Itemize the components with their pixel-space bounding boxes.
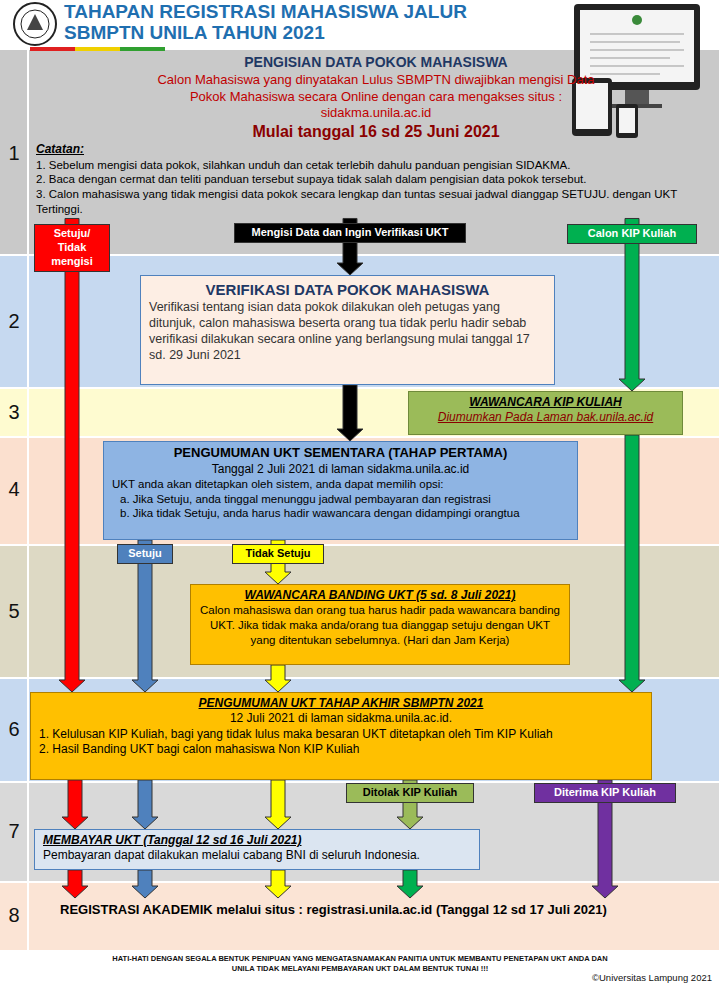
flow-arrow xyxy=(132,870,158,898)
box-heading: REGISTRASI AKADEMIK melalui situs : regi… xyxy=(60,902,680,919)
box-text: Pembayaran dapat dilakukan melalui caban… xyxy=(43,848,471,863)
copyright: ©Universitas Lampung 2021 xyxy=(540,972,712,984)
announcement-box: PENGUMUMAN UKT SEMENTARA (TAHAP PERTAMA)… xyxy=(103,441,578,540)
box-heading: WAWANCARA KIP KULIAH xyxy=(415,395,676,410)
appeal-box: WAWANCARA BANDING UKT (5 sd. 8 Juli 2021… xyxy=(190,584,570,665)
flow-arrow xyxy=(265,780,291,829)
interview-box: WAWANCARA KIP KULIAHDiumumkan Pada Laman… xyxy=(408,391,683,435)
box-text: 1. Sebelum mengisi data pokok, silahkan … xyxy=(36,158,704,173)
box-heading: PENGISIAN DATA POKOK MAHASISWA xyxy=(156,54,596,72)
university-logo xyxy=(14,3,56,45)
box-text: b. Jika tidak Setuju, anda harus hadir w… xyxy=(120,506,569,521)
box-heading: MEMBAYAR UKT (Tanggal 12 sd 16 Juli 2021… xyxy=(43,833,471,848)
flow-arrow xyxy=(265,870,291,898)
flow-arrow xyxy=(397,870,423,898)
row-band xyxy=(0,545,719,678)
box-text: Mulai tanggal 16 sd 25 Juni 2021 xyxy=(156,122,596,142)
step-number: 5 xyxy=(3,598,25,624)
payment-box: MEMBAYAR UKT (Tanggal 12 sd 16 Juli 2021… xyxy=(34,829,480,870)
row-band xyxy=(0,678,719,782)
devices-illustration xyxy=(572,4,700,138)
flow-arrow xyxy=(619,218,645,391)
box-text: Verifikasi tentang isian data pokok dila… xyxy=(149,299,546,363)
box-text: 3. Calon mahasiswa yang tidak mengisi da… xyxy=(36,187,704,216)
step-number: 6 xyxy=(3,716,25,742)
flow-arrow xyxy=(62,870,88,898)
arrow-label: Setuju xyxy=(117,544,173,564)
box-text: 1. Kelulusan KIP Kuliah, bagi yang tidak… xyxy=(39,727,643,742)
box-text: 12 Juli 2021 di laman sidakma.unila.ac.i… xyxy=(39,711,643,726)
flow-arrow xyxy=(265,665,291,692)
flow-arrow xyxy=(132,780,158,829)
arrow-label: Setuju/ Tidak mengisi xyxy=(34,224,110,271)
box-heading: WAWANCARA BANDING UKT (5 sd. 8 Juli 2021… xyxy=(199,588,561,603)
color-bar xyxy=(30,47,165,51)
flow-arrow xyxy=(59,218,85,692)
step-number: 1 xyxy=(3,140,25,166)
step-number: 2 xyxy=(3,308,25,334)
arrow-label: Calon KIP Kuliah xyxy=(567,224,697,244)
box-heading: PENGUMUMAN UKT SEMENTARA (TAHAP PERTAMA) xyxy=(112,445,569,462)
step-number: 4 xyxy=(3,476,25,502)
box-text: a. Jika Setuju, anda tinggal menunggu ja… xyxy=(120,492,569,507)
box-text: 2. Hasil Banding UKT bagi calon mahasisw… xyxy=(39,742,643,757)
step-number: 7 xyxy=(3,818,25,844)
warning-note: HATI-HATI DENGAN SEGALA BENTUK PENIPUAN … xyxy=(100,954,620,974)
step-number: 8 xyxy=(3,902,25,928)
arrow-label: Mengisi Data dan Ingin Verifikasi UKT xyxy=(234,223,466,243)
title: TAHAPAN REGISTRASI MAHASISWA JALUR SBMPT… xyxy=(64,2,534,44)
flow-arrow xyxy=(337,385,363,441)
registration-band: REGISTRASI AKADEMIK melalui situs : regi… xyxy=(30,898,710,923)
flow-arrow xyxy=(62,780,88,829)
box-text: Catatan: xyxy=(36,142,704,157)
process-box: VERIFIKASI DATA POKOK MAHASISWAVerifikas… xyxy=(140,275,555,385)
box-text: Tanggal 2 Juli 2021 di laman sidakma.uni… xyxy=(112,462,569,477)
flow-arrow xyxy=(619,435,645,692)
step-band: PENGISIAN DATA POKOK MAHASISWACalon Maha… xyxy=(30,52,710,218)
arrow-label: Tidak Setuju xyxy=(232,544,324,564)
step-number: 3 xyxy=(3,399,25,425)
box-text: Calon Mahasiswa yang dinyatakan Lulus SB… xyxy=(156,72,596,122)
arrow-label: Ditolak KIP Kuliah xyxy=(346,783,474,803)
arrow-label: Diterima KIP Kuliah xyxy=(534,783,676,803)
box-text: Calon mahasiswa dan orang tua harus hadi… xyxy=(199,603,561,647)
final-announcement-box: PENGUMUMAN UKT TAHAP AKHIR SBMPTN 202112… xyxy=(30,692,652,780)
box-text: UKT anda akan ditetapkan oleh sistem, an… xyxy=(112,477,569,492)
box-text: Diumumkan Pada Laman bak.unila.ac.id xyxy=(415,410,676,425)
row-dividers xyxy=(0,50,719,950)
box-heading: PENGUMUMAN UKT TAHAP AKHIR SBMPTN 2021 xyxy=(39,696,643,711)
row-band xyxy=(0,255,719,388)
box-heading: VERIFIKASI DATA POKOK MAHASISWA xyxy=(149,280,546,299)
row-band xyxy=(0,437,719,545)
box-text: 2. Baca dengan cermat dan teliti panduan… xyxy=(36,172,704,187)
